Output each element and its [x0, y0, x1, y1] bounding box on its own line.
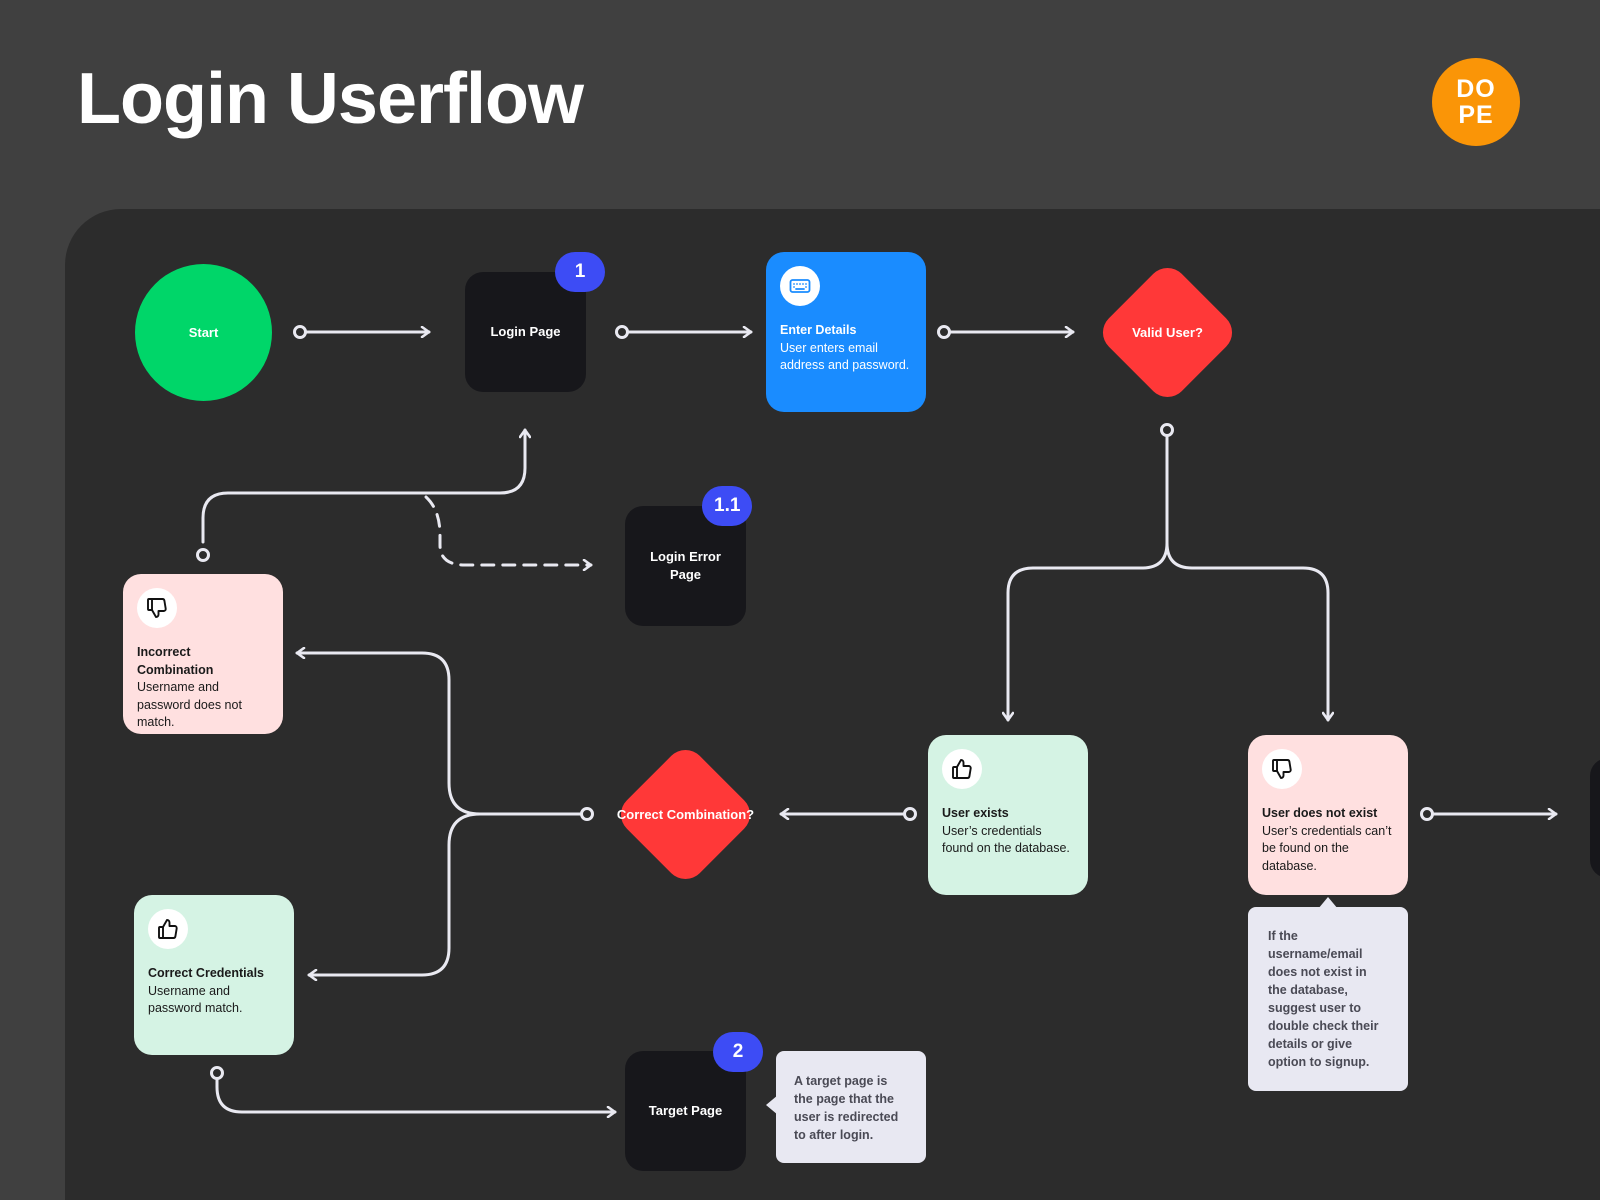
connector-combination-to-correct [307, 812, 482, 975]
enter-details-card: Enter Details User enters email address … [766, 252, 926, 412]
incorrect-combination-desc: Username and password does not match. [137, 680, 242, 729]
connector-dot [903, 807, 917, 821]
connector-dashed-to-error [424, 495, 593, 565]
correct-combination-decision: Correct Combination? [612, 741, 759, 888]
login-page-label: Login Page [490, 324, 561, 339]
login-error-page-node: Login Error Page [625, 506, 746, 626]
user-exists-card: User exists User’s credentials found on … [928, 735, 1088, 895]
user-not-exist-title: User does not exist [1262, 806, 1378, 820]
connector-dot [293, 325, 307, 339]
correct-credentials-card: Correct Credentials Username and passwor… [134, 895, 294, 1055]
user-exists-desc: User’s credentials found on the database… [942, 823, 1070, 856]
correct-combination-label: Correct Combination? [616, 806, 755, 822]
login-error-page-label: Login Error Page [650, 549, 721, 582]
connector-valid-to-not-exist [1165, 541, 1328, 722]
page-title: Login Userflow [77, 59, 584, 139]
connector-combination-to-incorrect [295, 653, 582, 816]
connector-incorrect-to-login [201, 428, 525, 544]
user-not-exist-note-text: If the username/email does not exist in … [1268, 929, 1379, 1069]
thumbs-up-icon [942, 749, 982, 789]
incorrect-combination-title: Incorrect Combination [137, 645, 214, 677]
login-page-badge: 1 [555, 252, 605, 292]
connector-correct-to-target [215, 1078, 617, 1112]
next-node-partial [1590, 758, 1600, 878]
logo-line-2: PE [1458, 101, 1494, 129]
enter-details-title: Enter Details [780, 323, 857, 337]
valid-user-decision: Valid User? [1094, 259, 1241, 406]
thumbs-down-icon [1262, 749, 1302, 789]
user-not-exist-note: If the username/email does not exist in … [1248, 907, 1408, 1091]
note-pointer [1318, 897, 1338, 909]
target-page-note: A target page is the page that the user … [776, 1051, 926, 1163]
start-node: Start [135, 264, 272, 401]
connector-dot [615, 325, 629, 339]
target-page-badge: 2 [713, 1032, 763, 1072]
thumbs-up-icon [148, 909, 188, 949]
correct-credentials-desc: Username and password match. [148, 983, 243, 1016]
incorrect-combination-card: Incorrect Combination Username and passw… [123, 574, 283, 734]
connector-valid-to-exists [1008, 435, 1169, 722]
login-page-node: Login Page [465, 272, 586, 392]
thumbs-down-icon [137, 588, 177, 628]
user-not-exist-desc: User’s credentials can’t be found on the… [1262, 823, 1392, 873]
connector-dot [1160, 423, 1174, 437]
enter-details-desc: User enters email address and password. [780, 340, 910, 373]
user-exists-title: User exists [942, 806, 1009, 820]
login-error-page-badge: 1.1 [702, 486, 753, 526]
connector-dot [580, 807, 594, 821]
start-label: Start [188, 325, 219, 340]
keyboard-icon [780, 266, 820, 306]
connector-dot [937, 325, 951, 339]
target-page-note-text: A target page is the page that the user … [794, 1074, 899, 1142]
logo-line-1: DO [1456, 75, 1496, 103]
dope-logo: DO PE [1432, 58, 1520, 146]
correct-credentials-title: Correct Credentials [148, 966, 265, 980]
target-page-label: Target Page [648, 1103, 723, 1118]
note-pointer [766, 1095, 778, 1115]
connector-dot [1420, 807, 1434, 821]
user-not-exist-card: User does not exist User’s credentials c… [1248, 735, 1408, 895]
connector-dot [196, 548, 210, 562]
connector-dot [210, 1066, 224, 1080]
valid-user-label: Valid User? [1132, 324, 1203, 340]
